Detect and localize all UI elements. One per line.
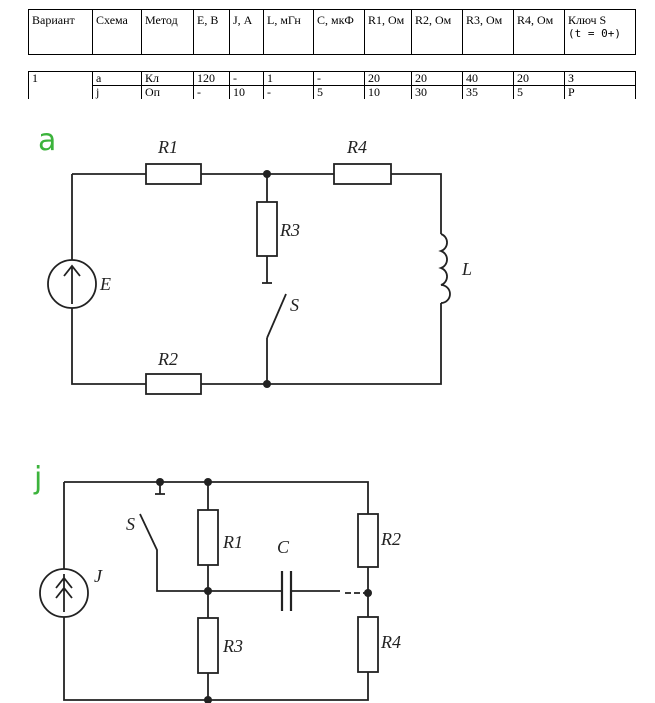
label-r2: R2 <box>157 349 178 369</box>
node-dot <box>156 478 164 486</box>
table-cell: Кл <box>141 71 194 86</box>
label-e: E <box>99 274 111 294</box>
key-label: Ключ S <box>568 13 607 27</box>
inductor-l <box>438 233 451 304</box>
resistor-r1 <box>145 163 202 185</box>
header-cell: C, мкФ <box>313 9 365 55</box>
header-cell: Схема <box>92 9 142 55</box>
table-header-row: Вариант Схема Метод E, В J, А L, мГн C, … <box>28 9 636 55</box>
capacitor-c <box>280 571 293 611</box>
label-s: S <box>126 514 135 534</box>
label-s: S <box>290 295 299 315</box>
node-dot <box>263 170 271 178</box>
label-r4: R4 <box>380 632 401 652</box>
source-j-arrow-icon <box>55 574 73 612</box>
resistor-r4 <box>357 616 379 673</box>
header-cell: Вариант <box>28 9 93 55</box>
table-cell: 30 <box>411 85 463 99</box>
resistor-r2 <box>145 373 202 395</box>
label-c: C <box>277 537 290 557</box>
header-cell: R3, Ом <box>462 9 514 55</box>
parameters-table: Вариант Схема Метод E, В J, А L, мГн C, … <box>28 9 636 99</box>
resistor-r1 <box>197 509 219 566</box>
source-e-arrow-icon <box>63 264 81 304</box>
header-cell: R1, Ом <box>364 9 412 55</box>
table-cell: З <box>564 71 636 86</box>
node-dot <box>204 587 212 595</box>
table-cell: 40 <box>462 71 514 86</box>
label-r2: R2 <box>380 529 401 549</box>
switch-s-blade <box>139 513 208 592</box>
node-dot <box>364 589 372 597</box>
resistor-r3 <box>197 617 219 674</box>
label-r1: R1 <box>222 532 243 552</box>
table-cell: 10 <box>229 85 264 99</box>
circuit-a-handwritten-label: a <box>38 123 56 158</box>
header-cell-key: Ключ S (t = 0+) <box>564 9 636 55</box>
key-condition: (t = 0+) <box>568 27 621 40</box>
resistor-r4 <box>333 163 392 185</box>
node-dot <box>263 380 271 388</box>
table-cell: Оп <box>141 85 194 99</box>
table-row: j Оп - 10 - 5 10 30 35 5 Р <box>28 85 636 99</box>
label-j: J <box>94 566 103 586</box>
resistor-r2 <box>357 513 379 568</box>
table-cell: Р <box>564 85 636 99</box>
header-cell: R2, Ом <box>411 9 463 55</box>
table-cell: - <box>229 71 264 86</box>
table-cell: a <box>92 71 142 86</box>
circuit-j: j R1 R3 R2 R4 J C S <box>33 461 401 703</box>
label-l: L <box>461 259 472 279</box>
table-row: 1 a Кл 120 - 1 - 20 20 40 20 З <box>28 71 636 86</box>
header-cell: E, В <box>193 9 230 55</box>
label-r3: R3 <box>222 636 243 656</box>
table-cell: 20 <box>364 71 412 86</box>
node-dot <box>204 478 212 486</box>
switch-s-blade <box>266 293 287 339</box>
node-dot <box>204 696 212 703</box>
table-cell: 35 <box>462 85 514 99</box>
resistor-r3 <box>256 201 278 257</box>
table-cell: 120 <box>193 71 230 86</box>
label-r1: R1 <box>157 137 178 157</box>
circuit-a: a R1 R4 R3 R2 E L S <box>38 123 472 395</box>
circuit-j-handwritten-label: j <box>33 461 42 496</box>
label-r3: R3 <box>279 220 300 240</box>
label-r4: R4 <box>346 137 367 157</box>
